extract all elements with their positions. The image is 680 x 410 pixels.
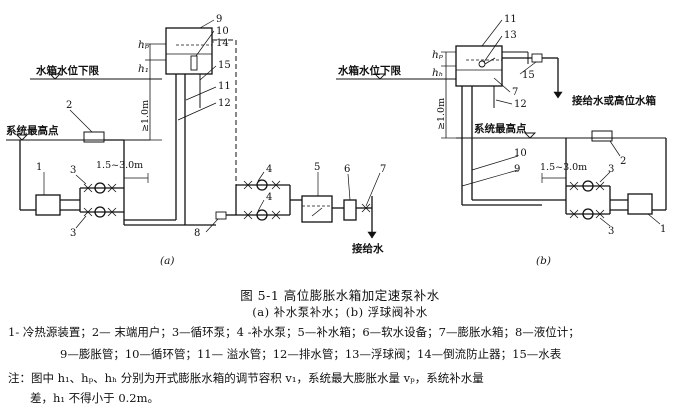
figure-subtitle: (a) 补水泵补水；(b) 浮球阀补水 [252, 305, 428, 319]
softener-a [343, 199, 357, 221]
callout-5-a: 5 [314, 162, 320, 173]
makeup-pump-a-bottom [256, 209, 268, 221]
system-high-label-b: 系统最高点 [474, 122, 527, 135]
callout-12-b: 12 [514, 99, 527, 110]
callout-15-a: 8 [194, 228, 200, 239]
callout-1-a: 1 [36, 162, 42, 173]
hp-label-a: hₚ [138, 39, 149, 51]
circulation-pump-b-top [582, 180, 594, 192]
callout-11-b: 11 [504, 14, 517, 25]
callout-15-b: 15 [522, 70, 535, 81]
h1-label-a: h₁ [138, 63, 149, 75]
note-text: 注：图中 h₁、hₚ、hₕ 分别为开式膨胀水箱的调节容积 v₁，系统最大膨胀水量… [8, 371, 484, 385]
callout-1-b: 1 [660, 224, 666, 235]
callout-14-a: 7 [380, 164, 386, 175]
callout-2-a: 2 [66, 100, 72, 111]
panel-a-diagram [6, 27, 377, 239]
float-valve-b [478, 60, 486, 68]
level-gauge-a [190, 55, 198, 71]
callout-7-b: 7 [512, 87, 518, 98]
callout-9-a: 11 [218, 81, 231, 92]
callout-10-a: 12 [218, 98, 231, 109]
note-line-1: 注：图中 h₁、hₚ、hₕ 分别为开式膨胀水箱的调节容积 v₁，系统最大膨胀水量… [8, 370, 484, 386]
hp-label-b: hₚ [432, 49, 443, 61]
pipe-gap-label-a: 1.5~3.0m [96, 160, 143, 171]
callout-9-b: 9 [514, 164, 520, 175]
legend-line-1: 1- 冷热源装置；2— 末端用户；3—循环泵；4 -补水泵；5—补水箱；6—软水… [8, 325, 580, 339]
callout-12-a: 15 [218, 60, 231, 71]
circulation-pump-a-top [94, 182, 106, 194]
callout-8-a: 10 [216, 26, 229, 37]
water-meter-a [215, 211, 227, 220]
circulation-pump-a-bottom [94, 206, 106, 218]
water-level-label-b: 水箱水位下限 [337, 64, 401, 77]
heat-source-b [627, 193, 653, 215]
callout-2-b: 2 [620, 156, 626, 167]
note-line-2: 差，h₁ 不得小于 0.2m。 [30, 391, 160, 405]
callout-4-a-bottom: 4 [266, 192, 272, 203]
callout-3-b-top: 3 [608, 164, 614, 175]
panel-b-label: (b) [536, 255, 551, 267]
callout-6-a: 6 [344, 164, 350, 175]
callout-3-a-top: 3 [70, 165, 76, 176]
expansion-tank-diagram: 9 10 14 15 11 12 水箱水位下限 h₁ hₚ ≥1.0m 2 系统… [6, 14, 667, 267]
callout-3-b-bottom: 3 [608, 226, 614, 237]
supply-label-b: 接给水或高位水箱 [572, 94, 656, 107]
pipe-gap-label-b: 1.5~3.0m [540, 162, 587, 173]
panel-a-label: (a) [160, 255, 174, 267]
system-high-label-a: 系统最高点 [6, 124, 59, 137]
callout-4-a-top: 4 [266, 164, 272, 175]
callout-10-b: 10 [514, 148, 527, 159]
callout-3-a-bottom: 3 [70, 228, 76, 239]
figure-title: 图 5-1 高位膨胀水箱加定速泵补水 [240, 288, 440, 303]
expansion-tank-a [165, 27, 213, 75]
hb-label-b: hₕ [432, 67, 443, 79]
water-level-label-a: 水箱水位下限 [35, 64, 99, 77]
callout-7-a: 9 [216, 14, 222, 25]
panel-b-diagram [336, 45, 667, 220]
water-meter-b [531, 53, 543, 63]
end-user-b [591, 130, 613, 142]
min-height-label-b: ≥1.0m [436, 98, 447, 130]
makeup-water-label-a: 接给水 [352, 242, 384, 255]
callout-13-b: 13 [504, 30, 517, 41]
circulation-pump-b-bottom [582, 208, 594, 220]
legend-line-2: 9—膨胀管；10—循环管；11— 溢水管；12—排水管；13—浮球阀；14—倒流… [60, 347, 562, 361]
end-user-a [83, 131, 105, 143]
makeup-pump-a-top [256, 179, 268, 191]
makeup-tank-a [301, 195, 333, 223]
callout-11-a: 14 [216, 38, 229, 49]
min-height-label-a: ≥1.0m [140, 100, 151, 132]
expansion-tank-b [455, 45, 503, 87]
heat-source-a [35, 194, 61, 216]
